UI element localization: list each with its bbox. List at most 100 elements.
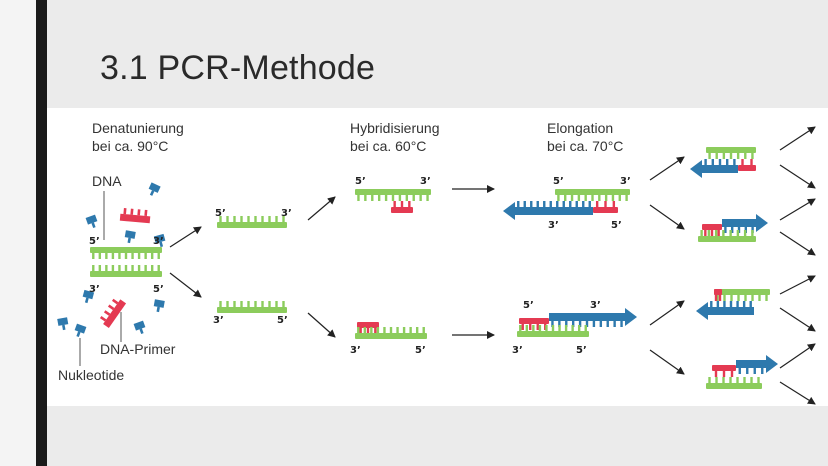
- prod4-new: [736, 355, 778, 374]
- ss-strand-top-tooth: [268, 216, 271, 222]
- prod1-primer-tooth: [741, 159, 744, 165]
- dna-strand-top-tooth: [137, 253, 141, 259]
- ss-strand-top-backbone: [217, 222, 287, 228]
- elo-new-strand-top-tooth: [575, 201, 578, 207]
- nucleotide: [82, 289, 95, 304]
- ss-strand-bottom-tooth: [254, 301, 257, 307]
- prod3-new-tooth: [736, 301, 739, 307]
- hyb-template-bottom-tooth: [383, 327, 386, 333]
- prod1-primer: [738, 159, 756, 171]
- nucleotide-head: [153, 233, 166, 244]
- hyb-template-bottom-tooth: [422, 327, 425, 333]
- elo-template-top-tooth: [564, 195, 567, 201]
- hyb-template-top: [355, 189, 431, 201]
- hyb-primer-top-backbone: [391, 207, 413, 213]
- elo-template-top-tooth: [611, 195, 615, 201]
- prod2-primer-tooth: [710, 230, 714, 236]
- elo-new-strand-top-tooth: [517, 201, 520, 207]
- elo-template-top-tooth: [591, 195, 594, 201]
- nucleotide-stem: [156, 306, 160, 313]
- nucleotide-stem: [127, 237, 131, 244]
- end-5-dna-bottom: 5’: [153, 284, 164, 295]
- prod1-template-tooth: [736, 153, 740, 159]
- elo-new-strand-top-tooth: [588, 201, 591, 207]
- arrow-prod4: [649, 349, 685, 375]
- end-3-dna-top: 3’: [153, 236, 164, 247]
- hyb-primer-bottom-tooth: [359, 328, 362, 334]
- prod3-primer-backbone: [714, 289, 722, 295]
- ss-strand-top-tooth: [247, 216, 250, 222]
- prod3-template-backbone: [714, 289, 770, 295]
- elo-new-strand-top-tooth: [582, 201, 585, 207]
- prod4-new-tooth: [746, 368, 749, 374]
- prod3-new-tooth: [742, 301, 746, 307]
- arrow-hyb-top: [307, 196, 336, 221]
- nucleotide: [57, 317, 69, 331]
- free-primer-body: [103, 299, 127, 329]
- nucleotide-stem: [91, 222, 96, 229]
- prod4-template-tooth: [715, 377, 718, 383]
- prod1-template-tooth: [715, 153, 718, 159]
- nucleotide-head: [124, 230, 136, 239]
- elo-template-bottom-tooth: [564, 325, 568, 331]
- end-5-elo-new-top: 5’: [611, 220, 622, 231]
- ss-strand-top: [217, 216, 287, 228]
- nucleotide-head: [57, 317, 69, 326]
- dna-strand-bottom-backbone: [90, 271, 162, 277]
- elo-new-strand-bottom-tooth: [585, 321, 589, 327]
- hyb-template-bottom-tooth: [363, 327, 367, 333]
- end-3-elo-top: 3’: [620, 176, 631, 187]
- hyb-template-top-backbone: [355, 189, 431, 195]
- free-primer-tooth: [107, 304, 115, 311]
- prod3-primer-tooth: [714, 295, 718, 301]
- prod1-template-tooth: [722, 153, 726, 159]
- primer-label: DNA-Primer: [100, 341, 176, 357]
- left-margin: [0, 0, 36, 466]
- nucleotide-stem: [139, 328, 144, 335]
- free-primer-tooth: [130, 208, 134, 215]
- hyb-template-top-tooth: [364, 195, 367, 201]
- hyb-primer-top: [391, 201, 413, 213]
- end-3-ss-top: 3’: [281, 208, 292, 219]
- dna-strand-bottom-tooth: [131, 265, 134, 271]
- arrow-next: [779, 198, 816, 221]
- elo-template-top-tooth: [598, 195, 601, 201]
- hyb-template-bottom-backbone: [355, 333, 427, 339]
- end-5-ss-bottom: 5’: [277, 315, 288, 326]
- prod4-primer: [712, 365, 736, 377]
- free-primer: [99, 298, 127, 329]
- strand-end-labels: 5’3’3’5’5’3’3’5’5’3’3’5’5’3’3’5’5’3’3’5’: [89, 176, 631, 356]
- prod3-template-tooth: [730, 295, 733, 301]
- elo-new-strand-bottom-body: [549, 308, 637, 326]
- prod2-template-tooth: [714, 230, 718, 236]
- arrow-next: [779, 343, 816, 369]
- ss-strand-bottom-tooth: [268, 301, 271, 307]
- elo-new-strand-top-tooth: [536, 201, 539, 207]
- elo-primer-bottom-tooth: [529, 324, 532, 330]
- prod2-template-tooth: [736, 230, 740, 236]
- end-3-hyb-bottom: 3’: [350, 345, 361, 356]
- end-3-dna-bottom: 3’: [89, 284, 100, 295]
- dna-strand-top-tooth: [131, 253, 134, 259]
- elo-template-bottom-tooth: [545, 325, 548, 331]
- prod4-template-tooth: [729, 377, 732, 383]
- arrow-next: [779, 275, 816, 295]
- prod3-new: [696, 301, 754, 320]
- prod3-template-tooth: [751, 295, 754, 301]
- nucleotide-stem: [76, 331, 81, 338]
- prod4-template-tooth: [743, 377, 746, 383]
- elongation-temp: bei ca. 70°C: [547, 138, 623, 154]
- elo-template-top-tooth: [618, 195, 621, 201]
- ss-strand-bottom-tooth: [219, 301, 222, 307]
- elo-new-strand-top-tooth: [523, 201, 526, 207]
- free-primer-tooth: [123, 207, 127, 215]
- elo-template-top-tooth: [557, 195, 560, 201]
- pcr-shapes: [57, 147, 778, 389]
- prod1-primer-tooth: [750, 159, 753, 165]
- end-5-hyb-top: 5’: [355, 176, 366, 187]
- elo-new-strand-top-tooth: [543, 201, 546, 207]
- ss-strand-bottom-tooth: [240, 301, 243, 307]
- elo-template-top-tooth: [584, 195, 587, 201]
- ss-strand-top-tooth: [226, 216, 229, 222]
